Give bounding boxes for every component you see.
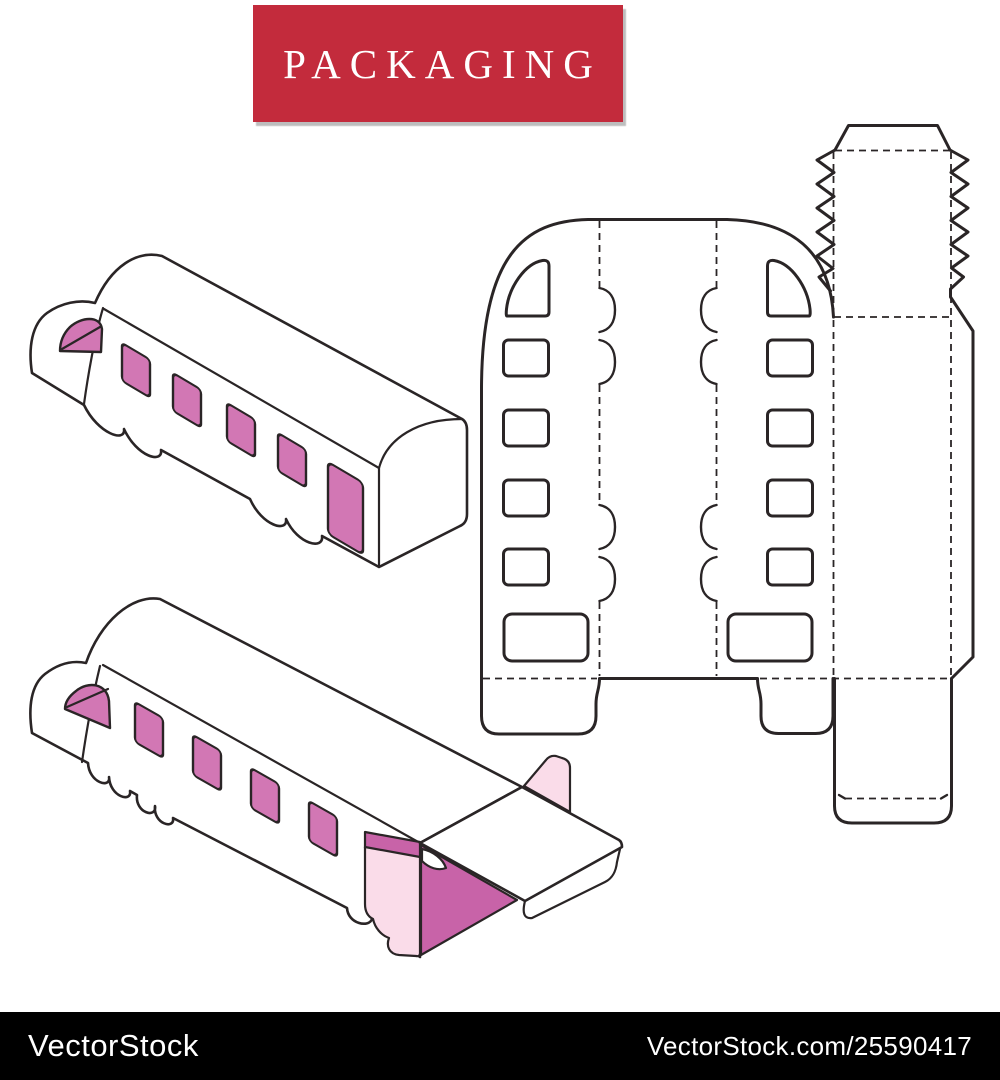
front-arch-window xyxy=(63,683,112,730)
strip-bottom-tab xyxy=(833,677,953,825)
train-box-assembled xyxy=(29,253,469,569)
interior-triangle xyxy=(419,843,519,957)
door-cutout xyxy=(726,612,814,663)
watermark-bar: VectorStock VectorStock.com/25590417 xyxy=(0,1012,1000,1080)
packaging-banner: PACKAGING xyxy=(253,5,623,122)
tab-notch-left xyxy=(837,793,847,800)
arch-window-cutout xyxy=(766,258,812,318)
strip-left-zigzag xyxy=(815,148,837,293)
open-lid-panel xyxy=(418,785,624,903)
strip-top-cap xyxy=(833,124,952,152)
side-windows xyxy=(133,702,339,857)
banner-title: PACKAGING xyxy=(283,40,602,87)
arch-window-fold-line xyxy=(65,687,110,709)
side-door-window xyxy=(326,462,365,554)
front-arch-edge xyxy=(82,306,105,406)
wheel-crescent-cuts xyxy=(598,286,718,603)
template-body-top-right-arc xyxy=(725,218,835,319)
strip-right-zigzag-flap xyxy=(948,148,975,680)
lid-front-flap xyxy=(522,847,622,920)
brand-label: VectorStock xyxy=(28,1028,199,1063)
credit-label: VectorStock.com/25590417 xyxy=(646,1030,972,1061)
inner-flap-corner xyxy=(420,847,448,871)
side-windows xyxy=(120,343,365,554)
window-cutouts-left xyxy=(502,258,590,663)
train-box-open xyxy=(29,597,624,959)
fold-lines xyxy=(483,149,952,800)
tab-notch-right xyxy=(939,793,949,800)
open-end-assembly xyxy=(363,754,624,958)
die-cut-template xyxy=(480,124,975,825)
assembled-box-body xyxy=(29,253,469,569)
standing-side-flap xyxy=(363,845,422,958)
door-cutout xyxy=(502,612,590,663)
arch-window-fold-line xyxy=(60,325,102,351)
lid-side-flap xyxy=(522,754,572,814)
window-cutouts-right xyxy=(726,258,814,663)
end-face-top-edge xyxy=(377,417,464,470)
arch-window-cutout xyxy=(504,258,551,318)
template-body-outline xyxy=(480,218,835,736)
roof-side-edge xyxy=(101,663,422,845)
